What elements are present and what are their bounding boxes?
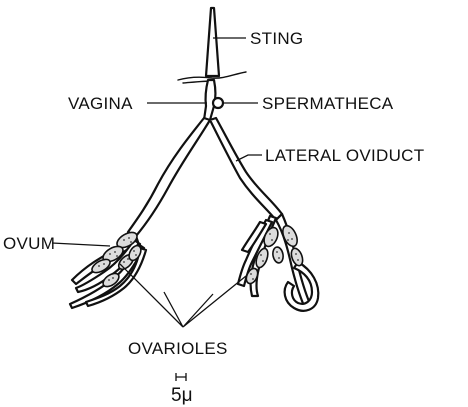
- lateral-oviduct-label: LATERAL OVIDUCT: [265, 146, 424, 165]
- ovum-leader-line: [52, 243, 110, 246]
- left-lateral-oviduct: [128, 118, 210, 236]
- ovum-label: OVUM: [3, 234, 55, 253]
- sting-label: STING: [250, 29, 303, 48]
- scale-bar: 5μ: [171, 373, 193, 406]
- spermatheca-label: SPERMATHECA: [262, 94, 394, 113]
- sting-structure: [206, 8, 219, 76]
- ovarioles-label: OVARIOLES: [128, 339, 228, 358]
- right-lateral-oviduct: [210, 118, 282, 220]
- ovarioles-leader-lines: [120, 264, 246, 327]
- vagina-label: VAGINA: [68, 94, 133, 113]
- spermatheca-structure: [213, 98, 223, 108]
- scale-bar-label: 5μ: [171, 385, 193, 406]
